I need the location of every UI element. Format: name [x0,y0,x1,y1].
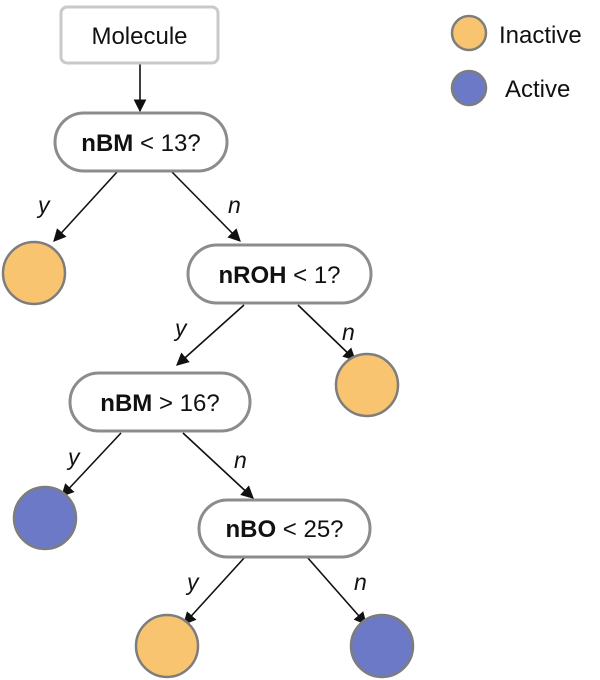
edge-n2-l2 [297,304,356,361]
branch-label-n2-yes: y [173,315,188,341]
branch-label-n1-yes: y [36,192,51,218]
edge-n4-l4 [183,556,246,625]
decision-node-2: nROH < 1? [186,243,373,305]
decision-node-4: nBO < 25? [197,498,372,559]
branch-label-n4-no: n [354,569,367,595]
root-label: Molecule [91,23,187,50]
node-1-condition: < 13? [133,130,200,157]
edge-n3-l3 [61,432,122,497]
node-2-condition: < 1? [286,262,340,289]
decision-node-1: nBM < 13? [53,111,229,173]
edge-n1-n2 [171,171,241,242]
legend-label-inactive: Inactive [499,22,582,49]
svg-text:nBM > 16?: nBM > 16? [100,390,219,417]
svg-text:nBO < 25?: nBO < 25? [225,516,343,543]
legend-label-active: Active [505,76,570,103]
leaf-2 [334,352,400,418]
edge-n4-l5 [306,556,367,625]
leaf-1 [1,240,67,306]
branch-label-n1-no: n [228,192,241,218]
edge-n2-n3 [176,304,245,366]
branch-label-n2-no: n [342,319,355,345]
node-3-condition: > 16? [152,390,219,417]
node-4-variable: nBO [225,516,276,543]
branch-label-n3-yes: y [66,444,81,470]
legend: Inactive Active [450,14,582,107]
edge-n1-l1 [53,171,118,242]
decision-node-3: nBM > 16? [68,371,252,433]
legend-swatch-inactive [450,14,488,52]
node-3-variable: nBM [100,390,152,417]
node-2-variable: nROH [218,262,286,289]
branch-label-n4-yes: y [185,569,200,595]
node-1-variable: nBM [81,130,133,157]
leaf-3 [12,485,78,551]
node-4-condition: < 25? [276,516,343,543]
branch-label-n3-no: n [234,447,247,473]
edge-n3-n4 [182,432,254,499]
root-node: Molecule [59,5,220,65]
svg-text:nROH < 1?: nROH < 1? [218,262,340,289]
leaf-5 [349,613,415,679]
svg-text:nBM < 13?: nBM < 13? [81,130,200,157]
legend-swatch-active [450,69,488,107]
leaf-4 [134,613,200,679]
